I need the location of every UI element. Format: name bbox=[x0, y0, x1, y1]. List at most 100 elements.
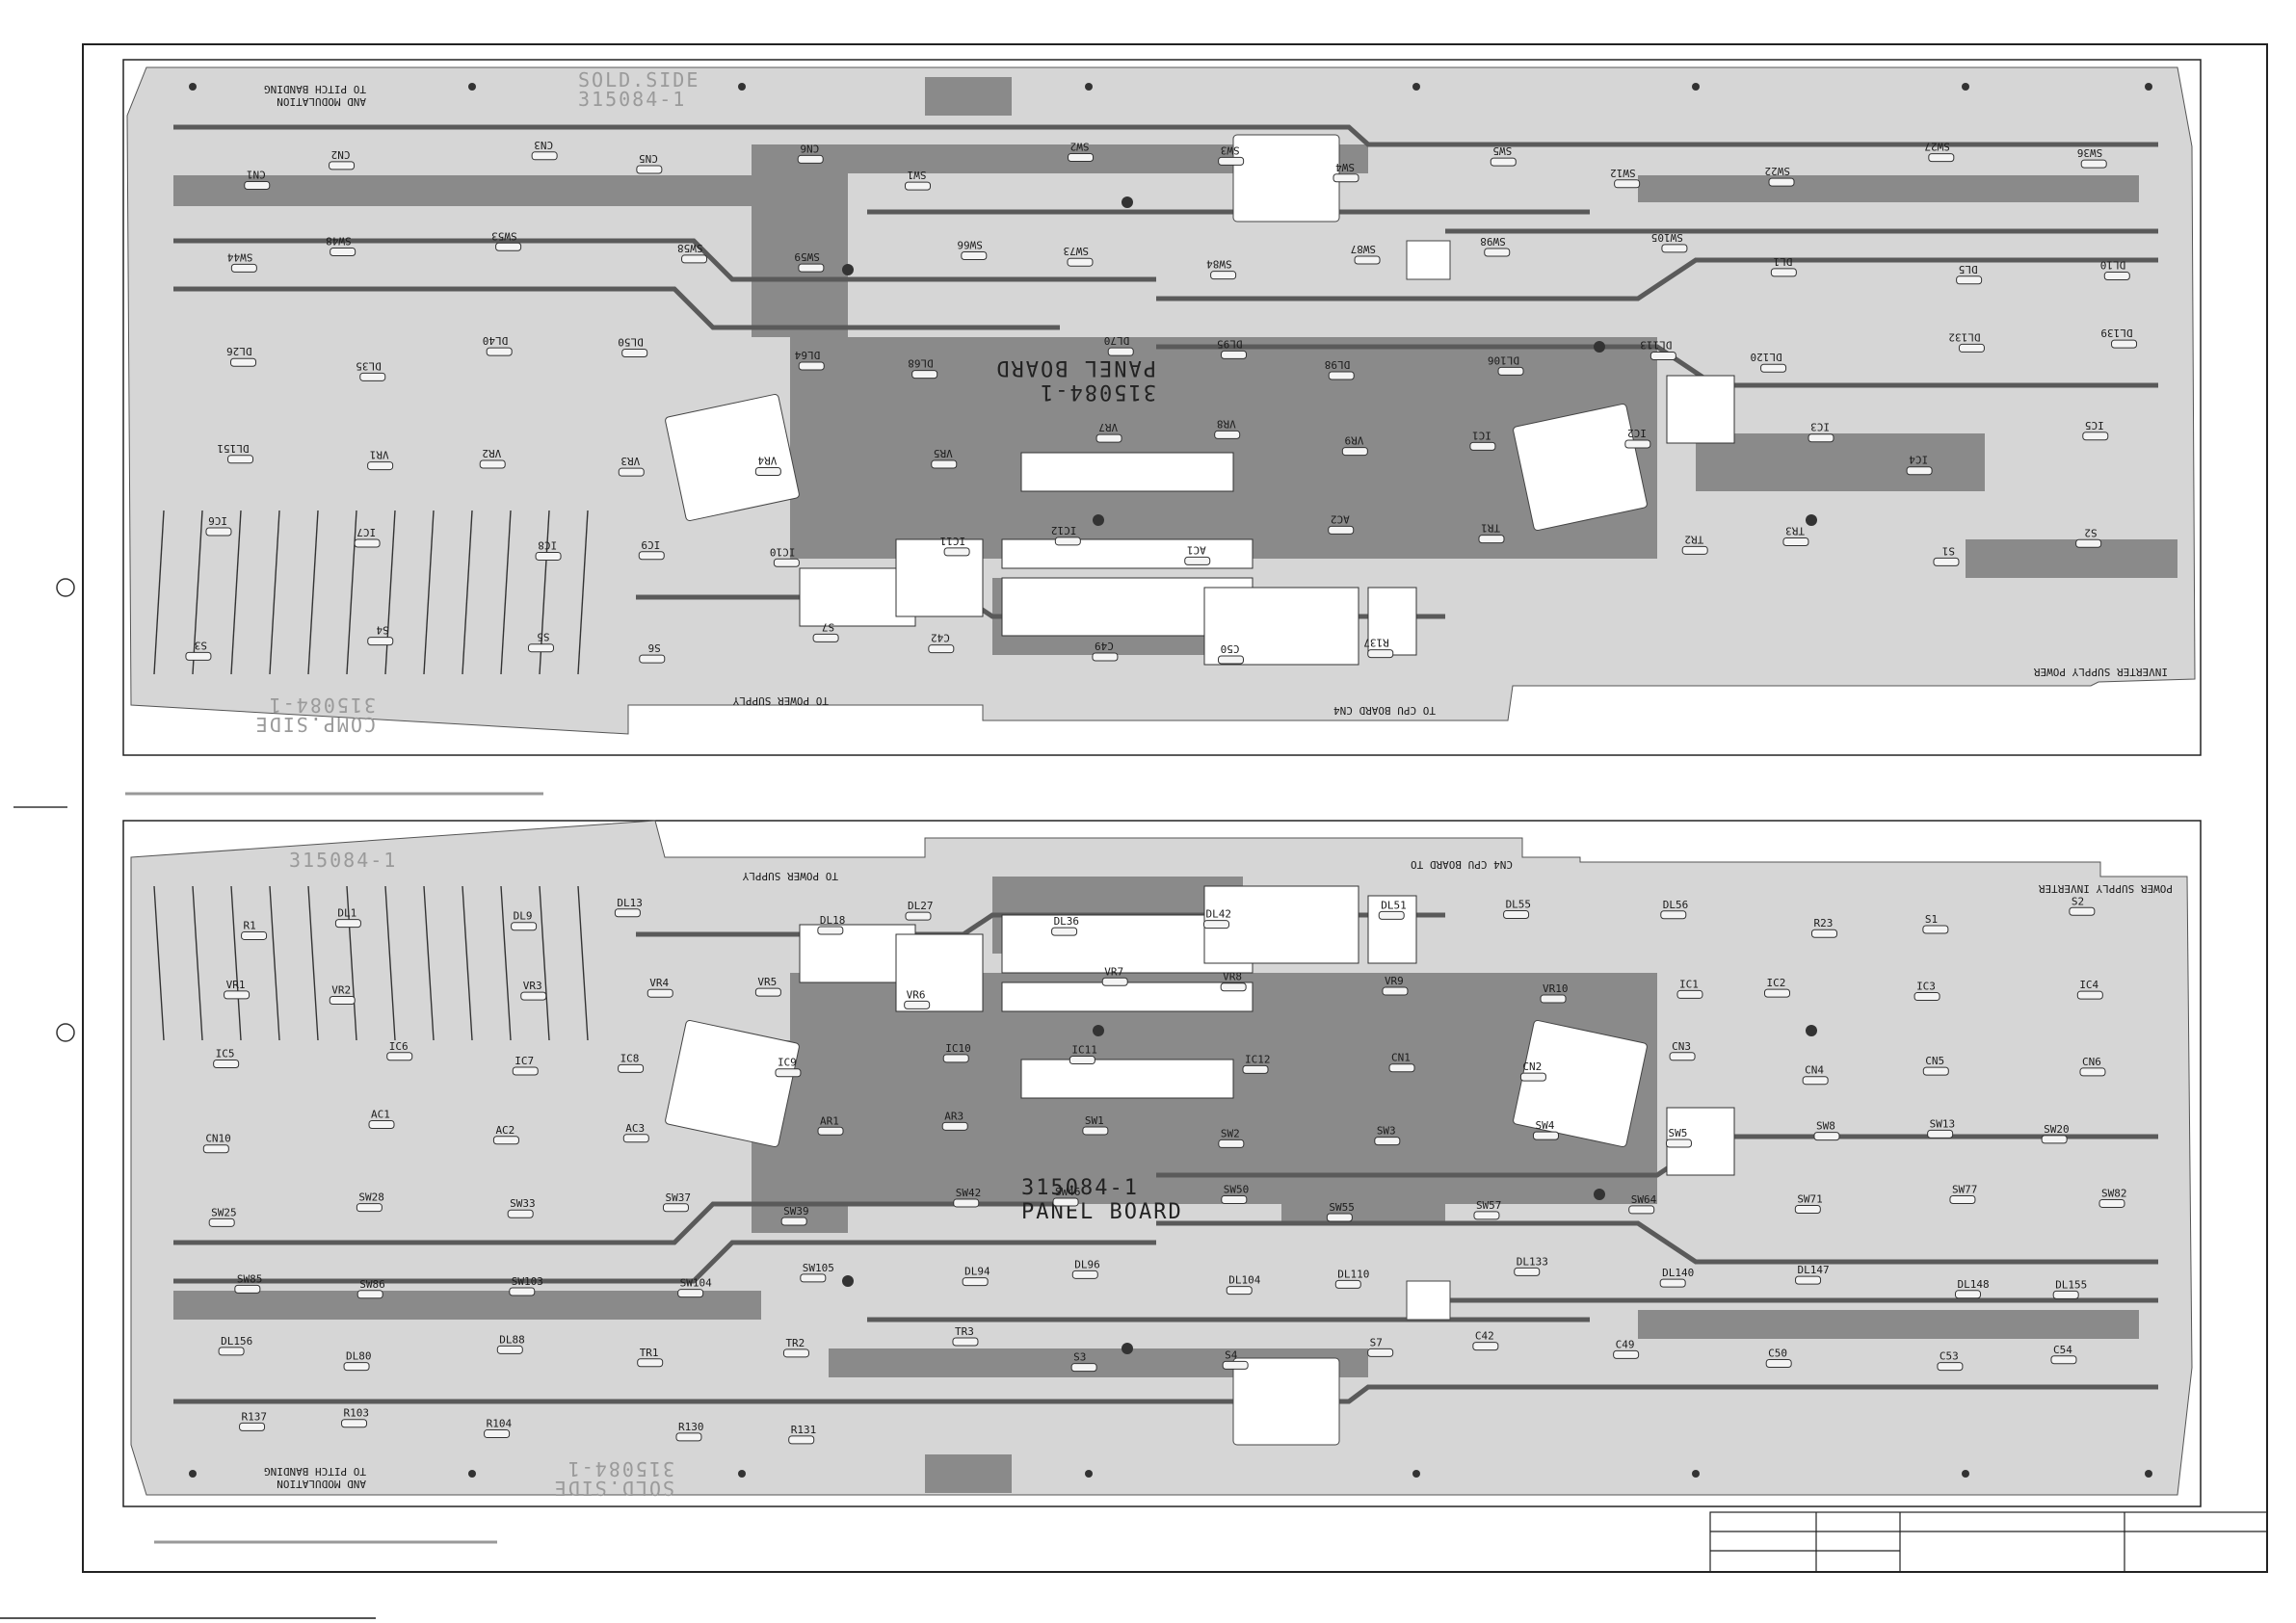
part-label: VR8 bbox=[1223, 971, 1242, 983]
component-pad bbox=[1927, 1129, 1954, 1139]
part-label: TR3 bbox=[955, 1325, 974, 1338]
part-label: S1 bbox=[1942, 544, 1955, 557]
component-pad bbox=[817, 1126, 844, 1136]
component-pad bbox=[479, 459, 506, 469]
component-pad bbox=[1469, 441, 1496, 451]
component-pad bbox=[1669, 1052, 1696, 1061]
part-label: DL13 bbox=[617, 897, 643, 909]
component-pad bbox=[512, 1066, 539, 1076]
component-pad bbox=[952, 1337, 979, 1347]
part-label: S7 bbox=[1370, 1336, 1383, 1348]
component-pad bbox=[1367, 649, 1394, 659]
component-pad bbox=[782, 1348, 809, 1358]
component-pad bbox=[509, 1287, 536, 1296]
part-label: VR7 bbox=[1104, 965, 1123, 978]
part-label: DL106 bbox=[1488, 353, 1519, 366]
component-pad bbox=[1226, 1286, 1253, 1296]
component-pad bbox=[677, 1289, 704, 1298]
part-label: DL120 bbox=[1750, 351, 1781, 363]
part-label: DL113 bbox=[1640, 338, 1672, 351]
part-label: VR9 bbox=[1385, 975, 1404, 987]
top-board-code: 315084-1 bbox=[1039, 380, 1156, 404]
component-pad bbox=[234, 1284, 261, 1294]
part-label: IC1 bbox=[1679, 978, 1699, 990]
component-pad bbox=[1071, 1270, 1098, 1279]
component-pad bbox=[1802, 1076, 1829, 1086]
component-pad bbox=[961, 250, 988, 260]
top-ic-blocks bbox=[799, 375, 1735, 666]
component-pad bbox=[800, 1273, 827, 1283]
part-label: CN3 bbox=[1672, 1040, 1691, 1053]
component-pad bbox=[614, 908, 641, 918]
part-label: CN1 bbox=[247, 169, 266, 181]
part-label: IC4 bbox=[2079, 979, 2098, 991]
part-label: IC3 bbox=[1916, 981, 1936, 993]
part-label: SW33 bbox=[510, 1197, 536, 1210]
part-label: DL148 bbox=[1958, 1278, 1990, 1291]
component-pad bbox=[1052, 1197, 1079, 1207]
part-label: SW3 bbox=[1221, 144, 1240, 156]
component-pad bbox=[343, 1362, 370, 1372]
part-label: DL42 bbox=[1206, 908, 1232, 921]
part-label: DL10 bbox=[2100, 259, 2126, 272]
component-pad bbox=[341, 1419, 368, 1428]
part-label: IC10 bbox=[770, 545, 796, 558]
component-pad bbox=[1067, 257, 1094, 267]
component-pad bbox=[1514, 1267, 1541, 1276]
part-label: S5 bbox=[537, 631, 549, 643]
part-label: TR3 bbox=[1785, 525, 1805, 537]
part-label: DL5 bbox=[1959, 263, 1978, 275]
component-pad bbox=[1649, 351, 1676, 360]
part-label: SW59 bbox=[794, 250, 820, 263]
component-pad bbox=[928, 644, 955, 654]
part-label: SW103 bbox=[512, 1275, 543, 1288]
part-label: IC12 bbox=[1051, 524, 1077, 537]
component-pad bbox=[1210, 271, 1237, 280]
part-label: IC3 bbox=[1810, 421, 1830, 433]
part-label: VR3 bbox=[523, 980, 542, 992]
bottom-code-top: 315084-1 bbox=[289, 849, 397, 872]
part-label: DL50 bbox=[618, 336, 644, 349]
component-pad bbox=[1217, 655, 1244, 665]
component-pad bbox=[1659, 1278, 1686, 1288]
component-pad bbox=[1958, 343, 1985, 353]
part-label: SW4 bbox=[1335, 161, 1355, 173]
top-board-outline bbox=[122, 59, 2202, 756]
part-label: AC2 bbox=[495, 1124, 515, 1137]
component-pad bbox=[1765, 1359, 1792, 1369]
part-label: SW42 bbox=[956, 1187, 982, 1199]
component-pad bbox=[1763, 988, 1790, 998]
part-label: SW13 bbox=[1930, 1117, 1956, 1130]
part-label: SW44 bbox=[227, 250, 253, 263]
component-pad bbox=[367, 637, 394, 646]
part-label: IC7 bbox=[356, 526, 376, 538]
component-pad bbox=[1760, 363, 1787, 373]
part-label: DL80 bbox=[346, 1350, 372, 1363]
bottom-power-note: TO POWER SUPPLY bbox=[742, 870, 838, 882]
component-pad bbox=[675, 1432, 702, 1442]
component-pad bbox=[797, 154, 824, 164]
part-label: C42 bbox=[931, 632, 950, 644]
component-pad bbox=[227, 455, 254, 464]
component-pad bbox=[2076, 990, 2103, 1000]
component-pad bbox=[1540, 994, 1567, 1004]
top-board: SOLD.SIDE 315084-1 COMP.SIDE 315084-1 PA… bbox=[122, 59, 2202, 756]
top-cpu-note: TO CPU BOARD CN4 bbox=[1333, 704, 1436, 717]
part-label: SW53 bbox=[491, 229, 517, 242]
component-pad bbox=[359, 372, 386, 381]
component-pad bbox=[637, 1358, 664, 1368]
part-label: SW104 bbox=[680, 1277, 712, 1290]
component-pad bbox=[1956, 275, 1983, 285]
component-pad bbox=[2050, 1355, 2077, 1365]
component-pad bbox=[1922, 1066, 1949, 1076]
part-label: IC5 bbox=[2085, 419, 2104, 432]
bottom-cpu-note: CN4 CPU BOARD TO bbox=[1411, 858, 1513, 871]
part-label: VR8 bbox=[1217, 417, 1236, 430]
part-label: IC9 bbox=[778, 1057, 797, 1069]
component-pad bbox=[386, 1052, 413, 1061]
component-pad bbox=[224, 990, 251, 1000]
part-label: DL94 bbox=[964, 1266, 990, 1278]
part-label: SW28 bbox=[358, 1191, 384, 1204]
